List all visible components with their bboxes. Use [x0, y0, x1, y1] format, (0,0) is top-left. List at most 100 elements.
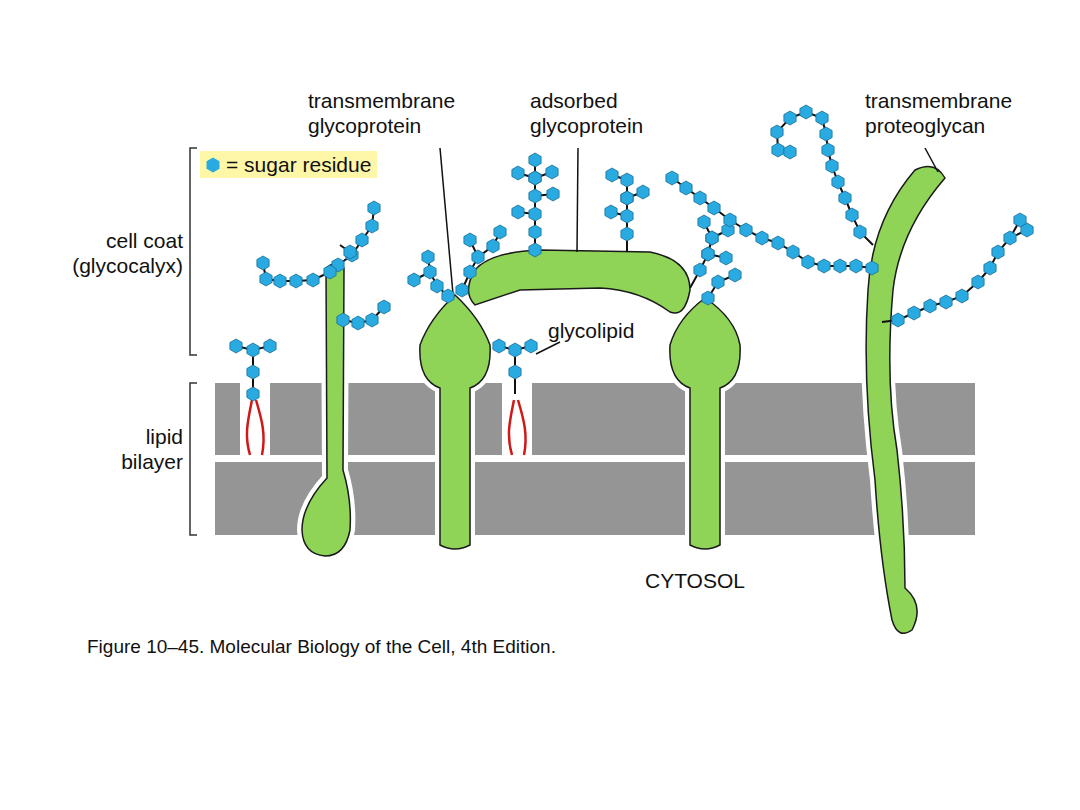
sugar-residue	[464, 265, 476, 279]
glycosidic-bond	[777, 112, 873, 245]
protein-shape	[302, 264, 350, 556]
sugar-residue	[247, 387, 259, 401]
membrane-protein	[302, 166, 945, 633]
sugar-residue	[956, 289, 968, 303]
sugar-residue	[702, 291, 714, 305]
sugar-residue	[892, 313, 904, 327]
sugar-residue	[729, 268, 741, 282]
sugar-residue	[702, 247, 714, 261]
sugar-residue	[1004, 231, 1016, 245]
sugar-residue	[529, 243, 541, 257]
sugar-residue	[605, 205, 617, 219]
sugar-residue	[924, 299, 936, 313]
sugar-residue	[264, 339, 276, 353]
sugar-residue	[802, 255, 814, 269]
sugar-residue	[307, 273, 319, 287]
sugar-residue	[493, 339, 505, 353]
protein-halo	[420, 295, 490, 549]
part-label: adsorbed glycoprotein	[530, 88, 715, 138]
sugar-residue	[621, 191, 633, 205]
sugar-residue	[366, 313, 378, 327]
legend-text: = sugar residue	[226, 152, 371, 177]
glycosidic-bond	[338, 208, 374, 265]
sugar-residue	[720, 251, 732, 265]
sugar-residue	[525, 339, 537, 353]
leader-line	[440, 148, 938, 354]
sugar-residue	[984, 261, 996, 275]
sugar-residue	[621, 227, 633, 241]
part-label: lipid bilayer	[88, 424, 183, 474]
sugar-residue	[694, 263, 706, 277]
part-label: glycolipid	[548, 318, 678, 343]
sugar-residue	[702, 247, 714, 261]
sugar-residue	[344, 245, 356, 259]
sugar-residue	[408, 273, 420, 287]
protein-halo	[302, 264, 350, 556]
sugar-residue	[494, 225, 506, 239]
sugar-residue	[368, 201, 380, 215]
sugar-residue	[529, 171, 541, 185]
sugar-residue	[740, 223, 752, 237]
sugar-residue	[826, 159, 838, 173]
sugar-residue	[529, 153, 541, 167]
sugar-residue	[850, 259, 862, 273]
sugar-residue	[464, 233, 476, 247]
sugar-residue	[822, 143, 834, 157]
sugar-residue	[784, 145, 796, 159]
sugar-residue	[854, 225, 866, 239]
sugar-residue	[666, 171, 678, 185]
sugar-residue	[324, 265, 336, 279]
figure-caption: Figure 10–45. Molecular Biology of the C…	[87, 634, 556, 659]
sugar-residue	[706, 231, 718, 245]
sugar-residue	[247, 365, 259, 379]
sugar-residue	[784, 111, 796, 125]
protein-shape	[420, 295, 490, 549]
sugar-residue	[257, 256, 269, 270]
part-label: CYTOSOL	[645, 568, 765, 593]
sugar-residue	[547, 187, 559, 201]
protein-halo	[866, 166, 945, 633]
sugar-residue	[337, 313, 349, 327]
protein-shape	[469, 250, 691, 313]
sugar-residue	[992, 245, 1004, 259]
legend-entry: = sugar residue	[200, 151, 377, 178]
sugar-residue	[846, 208, 858, 222]
sugar-residue	[712, 275, 724, 289]
sugar-residue	[816, 111, 828, 125]
sugar-residue	[366, 219, 378, 233]
legend-swatch	[204, 156, 222, 174]
sugar-residue	[832, 175, 844, 189]
sugar-residue	[834, 259, 846, 273]
sugar-residue	[487, 239, 499, 253]
sugar-residue	[442, 289, 454, 303]
sugar-residue	[724, 213, 736, 227]
sugar-residue	[972, 275, 984, 289]
protein-halo	[670, 298, 740, 549]
sugar-residue	[908, 306, 920, 320]
sugar-residue	[529, 189, 541, 203]
sugar-residue	[529, 207, 541, 221]
sugar-residue	[456, 283, 468, 297]
sugar-residue	[509, 343, 521, 357]
sugar-residue	[472, 250, 484, 264]
part-label: cell coat (glycocalyx)	[38, 228, 183, 278]
sugar-residue	[940, 295, 952, 309]
sugar-residue	[424, 265, 436, 279]
protein-halo	[469, 250, 691, 313]
sugar-residue	[820, 127, 832, 141]
sugar-residue	[621, 173, 633, 187]
sugar-residue	[621, 191, 633, 205]
sugar-residue	[606, 168, 618, 182]
sugar-residue	[260, 272, 272, 286]
sugar-residue	[529, 225, 541, 239]
sugar-residue	[839, 191, 851, 205]
sugar-residue	[422, 250, 434, 264]
sugar-residue	[698, 215, 710, 229]
sugar-residue	[290, 274, 302, 288]
sugar-residue	[708, 201, 720, 215]
sugar-chain	[230, 105, 1033, 401]
sugar-residue	[866, 261, 878, 275]
sugar-residue	[621, 209, 633, 223]
sugar-residue	[694, 191, 706, 205]
sugar-residue	[247, 343, 259, 357]
